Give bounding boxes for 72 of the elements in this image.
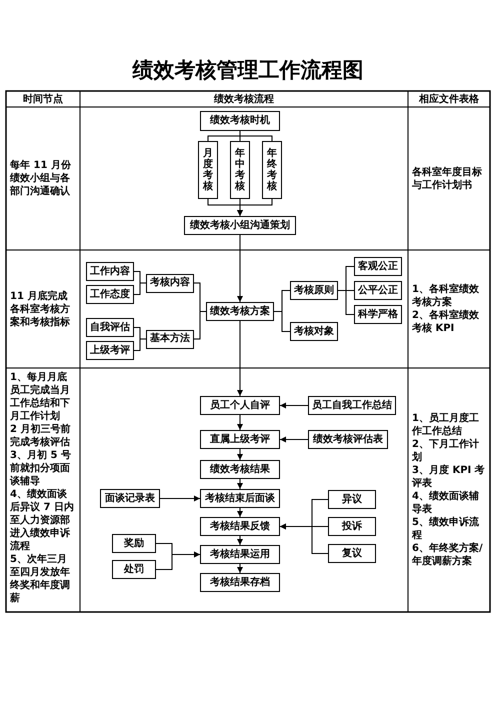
column-header: 相应文件表格 bbox=[419, 92, 479, 106]
process-box: 绩效考核小组沟通策划 bbox=[184, 216, 296, 235]
arrow bbox=[160, 496, 200, 502]
process-box: 工作内容 bbox=[86, 262, 134, 281]
document-box: 员工自我工作总结 bbox=[308, 396, 396, 415]
time-point-note: 每年 11 月份绩效小组与各部门沟通确认 bbox=[10, 159, 72, 198]
document-box: 绩效考核评估表 bbox=[308, 430, 388, 449]
process-box: 考核内容 bbox=[146, 274, 194, 292]
connector-line bbox=[274, 311, 290, 332]
arrow bbox=[156, 552, 200, 570]
process-box: 考核原则 bbox=[290, 281, 338, 300]
document-list-item: 3、月度 KPI 考评表 bbox=[412, 464, 486, 490]
time-point-note: 1、每月月底员工完成当月工作总结和下月工作计划 bbox=[10, 371, 71, 423]
process-box: 绩效考核时机 bbox=[200, 111, 280, 131]
time-point-note: 3、月初 5 号前就扣分项面谈辅导 bbox=[10, 449, 72, 488]
document-list-item: 1、各科室绩效考核方案 bbox=[412, 283, 480, 309]
process-box: 处罚 bbox=[112, 560, 156, 579]
process-box: 考核结束后面谈 bbox=[200, 489, 280, 508]
diagram-title: 绩效考核管理工作流程图 bbox=[132, 57, 364, 83]
document-list-item: 6、年终奖方案/年度调薪方案 bbox=[412, 542, 484, 568]
connector-line bbox=[194, 311, 206, 340]
arrow bbox=[237, 564, 243, 574]
arrow bbox=[237, 448, 243, 460]
document-list-item: 2、下月工作计划 bbox=[412, 438, 480, 464]
process-box: 直属上级考评 bbox=[200, 430, 280, 449]
process-box: 自我评估 bbox=[86, 318, 134, 337]
connector-line bbox=[338, 290, 354, 315]
document-list-item: 2、各科室绩效考核 KPI bbox=[412, 309, 480, 335]
process-box: 客观公正 bbox=[354, 257, 402, 276]
process-box: 绩效考核方案 bbox=[206, 302, 274, 321]
process-box: 基本方法 bbox=[146, 330, 194, 348]
time-point-note: 5、次年三月至四月发放年终奖和年度调薪 bbox=[10, 553, 71, 605]
document-list-item: 4、绩效面谈辅导表 bbox=[412, 490, 480, 516]
process-box: 绩效考核结果 bbox=[200, 460, 280, 479]
process-box: 员工个人自评 bbox=[200, 396, 280, 415]
process-box: 复议 bbox=[328, 544, 376, 563]
process-box: 年终考核 bbox=[262, 141, 282, 199]
process-box: 公平公正 bbox=[354, 281, 402, 300]
column-header: 绩效考核流程 bbox=[214, 92, 274, 106]
process-box: 考核结果存档 bbox=[200, 573, 280, 592]
column-header: 时间节点 bbox=[23, 92, 63, 106]
time-point-note: 11 月底完成各科室考核方案和考核指标 bbox=[10, 290, 71, 328]
arrow bbox=[237, 234, 243, 302]
time-point-note: 4、绩效面谈后异议 7 日内至人力资源部进入绩效申诉流程 bbox=[10, 488, 75, 553]
arrow bbox=[237, 478, 243, 490]
process-box: 考核结果反馈 bbox=[200, 517, 280, 536]
process-box: 考核对象 bbox=[290, 322, 338, 341]
process-box: 科学严格 bbox=[354, 305, 402, 324]
connector-line bbox=[134, 282, 146, 295]
process-box: 工作态度 bbox=[86, 285, 134, 304]
document-note: 各科室年度目标与工作计划书 bbox=[412, 166, 483, 192]
process-box: 投诉 bbox=[328, 517, 376, 536]
process-box: 年中考核 bbox=[230, 141, 250, 199]
arrow bbox=[280, 436, 308, 442]
arrow bbox=[237, 414, 243, 430]
document-list-item: 1、员工月度工作工作总结 bbox=[412, 412, 480, 438]
process-box: 异议 bbox=[328, 490, 376, 509]
process-box: 上级考评 bbox=[86, 341, 134, 360]
arrow bbox=[280, 402, 308, 408]
arrow bbox=[280, 524, 328, 554]
process-box: 月度考核 bbox=[198, 141, 218, 199]
arrow bbox=[237, 320, 243, 396]
process-box: 考核结果运用 bbox=[200, 545, 280, 564]
connector-line bbox=[134, 338, 146, 351]
document-list-item: 5、绩效申诉流程 bbox=[412, 516, 480, 542]
arrow bbox=[237, 198, 272, 216]
arrow bbox=[237, 508, 243, 518]
process-box: 奖励 bbox=[112, 534, 156, 553]
document-box: 面谈记录表 bbox=[100, 489, 160, 508]
time-point-note: 2 月初三号前完成考核评估 bbox=[10, 423, 72, 449]
arrow bbox=[237, 536, 243, 546]
connector-line bbox=[240, 130, 272, 142]
